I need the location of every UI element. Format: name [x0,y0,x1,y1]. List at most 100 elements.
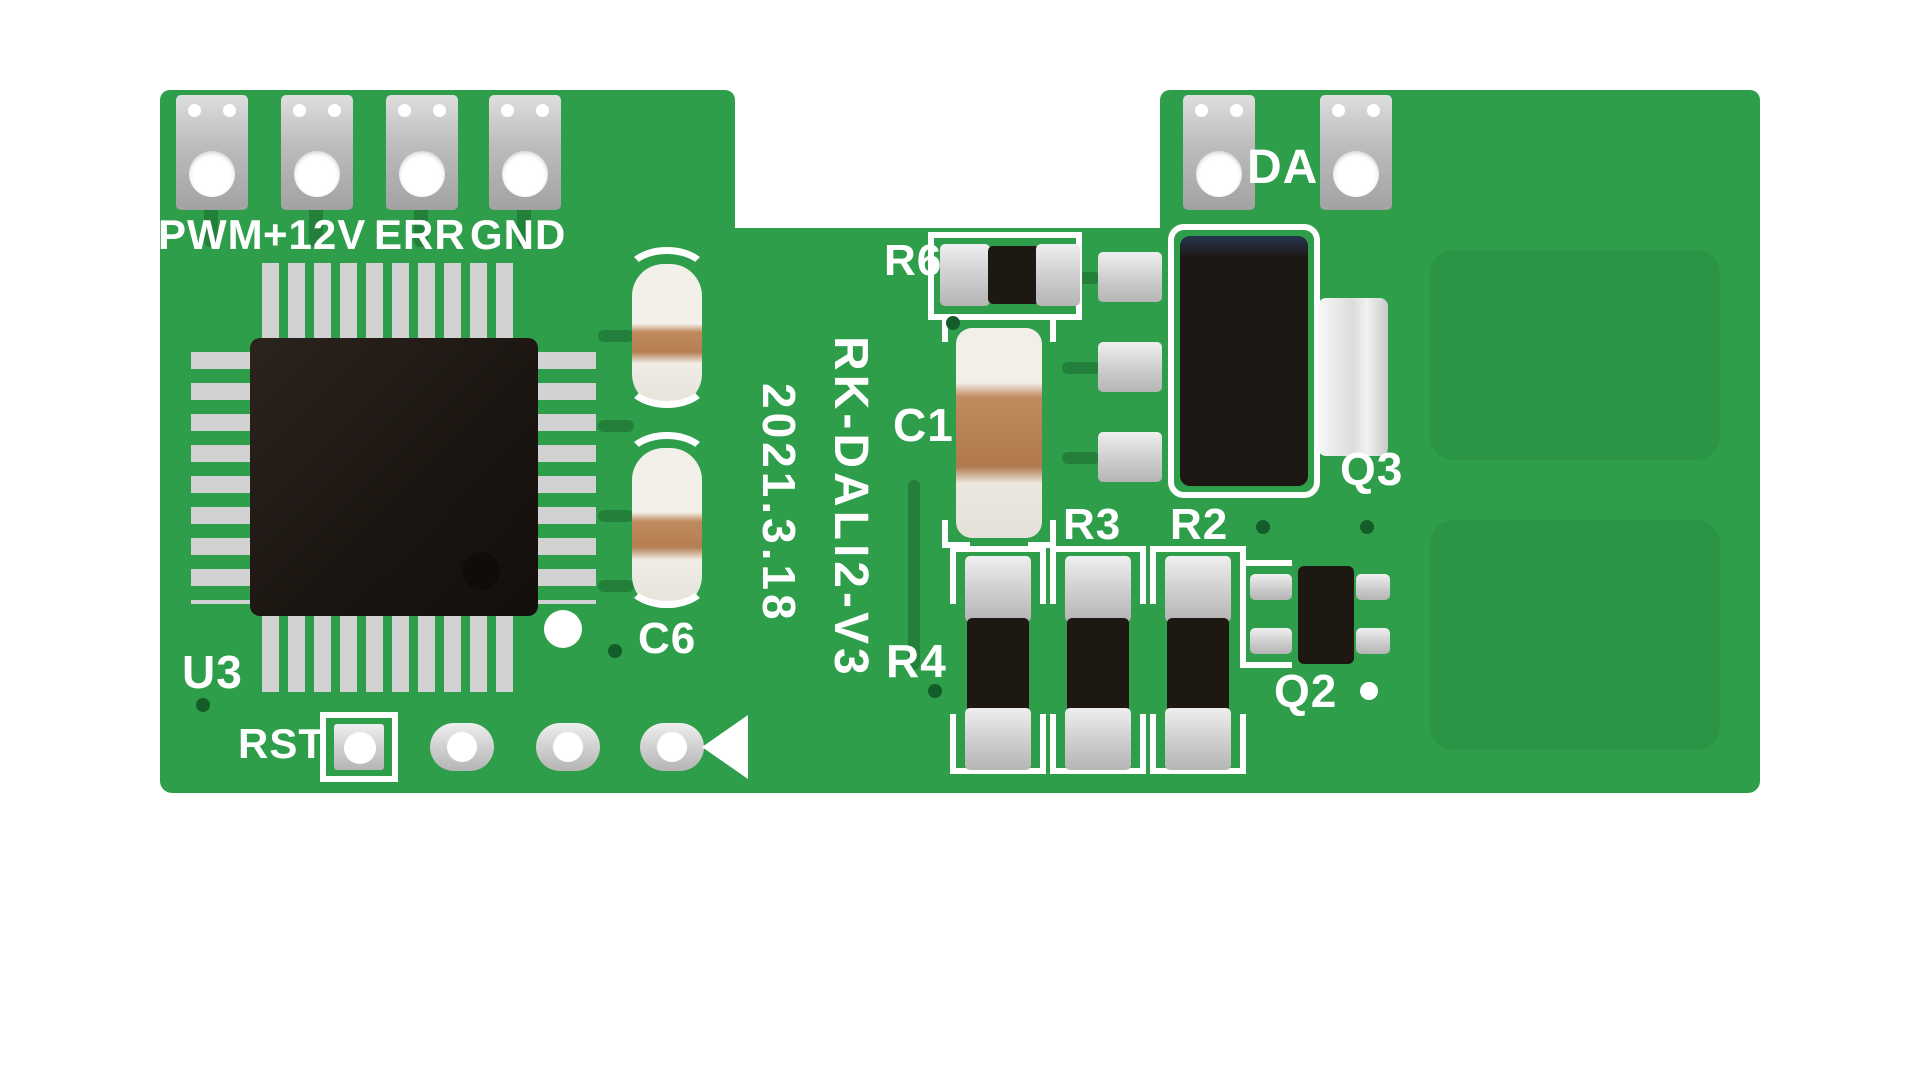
silkscreen-model-text: RK-DALI2-V3 [824,336,877,679]
c6-silkscreen-arc [624,432,710,488]
pin-hole-icon [1195,104,1208,117]
connector-12v [281,95,353,210]
r2-pad-bottom [1165,708,1231,770]
copper-trace [598,420,634,432]
copper-pour [1430,250,1720,460]
q3-label: Q3 [1340,443,1404,495]
r4-pad-bottom [965,708,1031,770]
via [928,684,942,698]
capacitor-c1 [956,328,1042,538]
gnd-label: GND [470,211,567,258]
copper-trace [908,480,920,670]
via [608,644,622,658]
c6-silkscreen-arc [624,247,710,303]
solder-hole-icon [1333,151,1379,197]
r3-label: R3 [1063,500,1122,549]
r3-pad-top [1065,556,1131,622]
via [196,698,210,712]
c1-silkscreen-corner [1028,314,1056,342]
copper-trace [1062,362,1100,374]
r4-silkscreen-bracket-top [950,546,1046,604]
polarity-arrow-icon [702,715,748,779]
r3-silkscreen-bracket-top [1050,546,1146,604]
copper-pour [1430,520,1720,750]
rst-hole-icon [344,732,376,764]
copper-trace [204,205,218,247]
connector-da-1 [1183,95,1255,210]
solder-hole-icon [399,151,445,197]
c6-silkscreen-arc [624,352,710,408]
via [1360,520,1374,534]
resistor-r2 [1167,618,1229,712]
copper-trace [414,205,428,247]
r2-silkscreen-bracket-bottom [1150,714,1246,774]
pin-hole-icon [501,104,514,117]
q2-pad-left-2 [1250,628,1292,654]
plus12v-label: +12V [263,211,367,258]
pin-hole-icon [1332,104,1345,117]
da-label: DA [1247,141,1319,194]
resistor-r6 [988,246,1040,304]
u3-pins-top [262,263,518,339]
c1-silkscreen-corner [1028,520,1056,548]
u3-pins-bottom [262,616,518,692]
c1-label: C1 [893,399,954,451]
copper-trace [1062,452,1100,464]
u3-pin1-dot [462,552,500,590]
r6-pad-left [940,244,990,306]
rst-label: RST [238,720,325,767]
copper-trace [598,330,634,342]
c6-silkscreen-arc [624,552,710,608]
connector-err [386,95,458,210]
q3-pad-3 [1098,432,1162,482]
q2-silkscreen-bracket [1240,560,1292,668]
solder-hole-icon [502,151,548,197]
copper-trace [517,205,531,247]
q2-pad-right-1 [1356,574,1390,600]
pin-hole-icon [188,104,201,117]
resistor-r4 [967,618,1029,712]
r4-pad-top [965,556,1031,622]
connector-gnd [489,95,561,210]
q3-silkscreen-outline [1168,224,1320,498]
via [946,316,960,330]
test-pad-hole-icon [553,732,583,762]
q2-white-dot [1360,682,1378,700]
pin-hole-icon [1367,104,1380,117]
c1-silkscreen-corner [942,520,970,548]
resistor-r3 [1067,618,1129,712]
solder-hole-icon [294,151,340,197]
r3-pad-bottom [1065,708,1131,770]
r4-label: R4 [886,635,947,687]
pin-hole-icon [398,104,411,117]
pin-hole-icon [1230,104,1243,117]
connector-da-2 [1320,95,1392,210]
silkscreen-date-text: 2021.3.18 [753,383,805,624]
pin-hole-icon [293,104,306,117]
silkscreen-dot [544,610,582,648]
pcb-tab-right [1160,90,1760,235]
mosfet-q3 [1180,236,1308,486]
via [1256,520,1270,534]
pin-hole-icon [223,104,236,117]
transistor-q2 [1298,566,1354,664]
r4-silkscreen-bracket-bottom [950,714,1046,774]
q3-tab-pad [1318,298,1388,456]
connector-pwm [176,95,248,210]
q2-pad-left-1 [1250,574,1292,600]
q3-pad-1 [1098,252,1162,302]
test-pad-hole-icon [657,732,687,762]
q2-pad-right-2 [1356,628,1390,654]
pin-hole-icon [328,104,341,117]
u3-label: U3 [182,646,243,698]
r2-pad-top [1165,556,1231,622]
copper-trace [598,510,634,522]
pwm-label: PWM [158,211,264,258]
test-pad-hole-icon [447,732,477,762]
c6-label: C6 [638,614,697,663]
pin-hole-icon [536,104,549,117]
r6-pad-right [1036,244,1080,306]
q2-label: Q2 [1274,665,1338,717]
u3-pins-right [536,352,596,604]
